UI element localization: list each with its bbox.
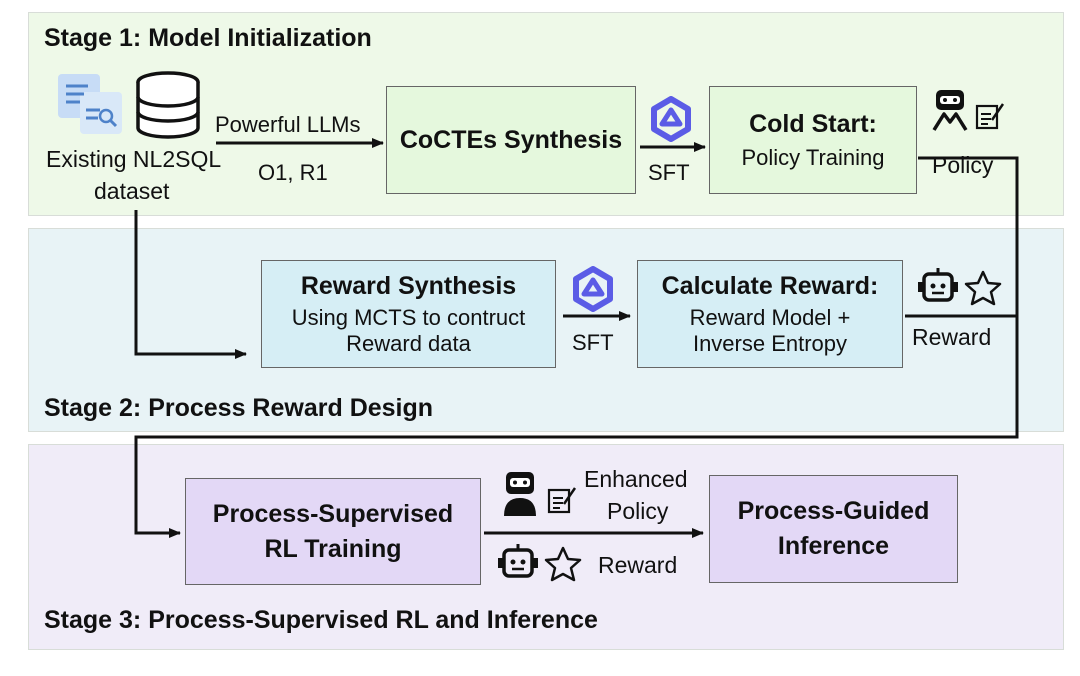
cold-start-subtitle: Policy Training <box>741 144 885 170</box>
star-icon <box>544 546 582 582</box>
rl-training-box: Process-Supervised RL Training <box>185 478 481 585</box>
calculate-reward-title: Calculate Reward: <box>661 271 879 300</box>
enhanced-label-line1: Enhanced <box>584 466 688 492</box>
note-icon <box>547 487 577 514</box>
cocte-synthesis-box: CoCTEs Synthesis <box>386 86 636 194</box>
arrow-dataset-to-reward-synthesis <box>134 210 247 359</box>
robot-icon <box>918 268 958 302</box>
database-icon <box>136 71 200 139</box>
dataset-label-line1: Existing NL2SQL <box>46 146 222 172</box>
note-icon <box>975 103 1005 130</box>
reward-synthesis-box: Reward Synthesis Using MCTS to contruct … <box>261 260 556 368</box>
calculate-reward-line1: Reward Model + <box>689 304 851 330</box>
dataset-label-line2: dataset <box>94 178 170 204</box>
person-robot-icon <box>932 90 968 131</box>
connector-policy-down <box>134 156 1019 538</box>
llm-logo-icon <box>573 266 613 312</box>
powerful-llms-label: Powerful LLMs <box>215 112 361 137</box>
reward-label-stage2: Reward <box>912 324 992 350</box>
stage2-title: Stage 2: Process Reward Design <box>44 394 434 422</box>
document-search-icon <box>58 74 122 134</box>
llm-logo-icon <box>651 96 691 142</box>
inference-box: Process-Guided Inference <box>709 475 958 583</box>
reward-label-stage3: Reward <box>598 552 678 578</box>
o1-r1-label: O1, R1 <box>258 160 328 185</box>
stage1-title: Stage 1: Model Initialization <box>44 24 372 52</box>
inference-line1: Process-Guided <box>737 497 930 525</box>
robot-icon <box>498 544 538 578</box>
policy-label: Policy <box>932 152 994 178</box>
enhanced-label-line2: Policy <box>607 498 669 524</box>
person-robot-icon <box>504 472 536 516</box>
calculate-reward-line2: Inverse Entropy <box>692 330 848 356</box>
stage3-title: Stage 3: Process-Supervised RL and Infer… <box>44 606 598 634</box>
reward-synthesis-line2: Reward data <box>346 330 471 356</box>
reward-synthesis-line1: Using MCTS to contruct <box>291 304 526 330</box>
sft-label-stage2: SFT <box>572 330 614 355</box>
calculate-reward-box: Calculate Reward: Reward Model + Inverse… <box>637 260 903 368</box>
rl-training-line2: RL Training <box>264 534 402 563</box>
reward-synthesis-title: Reward Synthesis <box>300 271 517 300</box>
rl-training-line1: Process-Supervised <box>212 499 454 528</box>
cold-start-title: Cold Start: <box>749 109 877 138</box>
cocte-synthesis-label: CoCTEs Synthesis <box>399 125 623 154</box>
inference-line2: Inference <box>777 532 890 560</box>
cold-start-box: Cold Start: Policy Training <box>709 86 917 194</box>
star-icon <box>964 270 1002 306</box>
sft-label-stage1: SFT <box>648 160 690 185</box>
